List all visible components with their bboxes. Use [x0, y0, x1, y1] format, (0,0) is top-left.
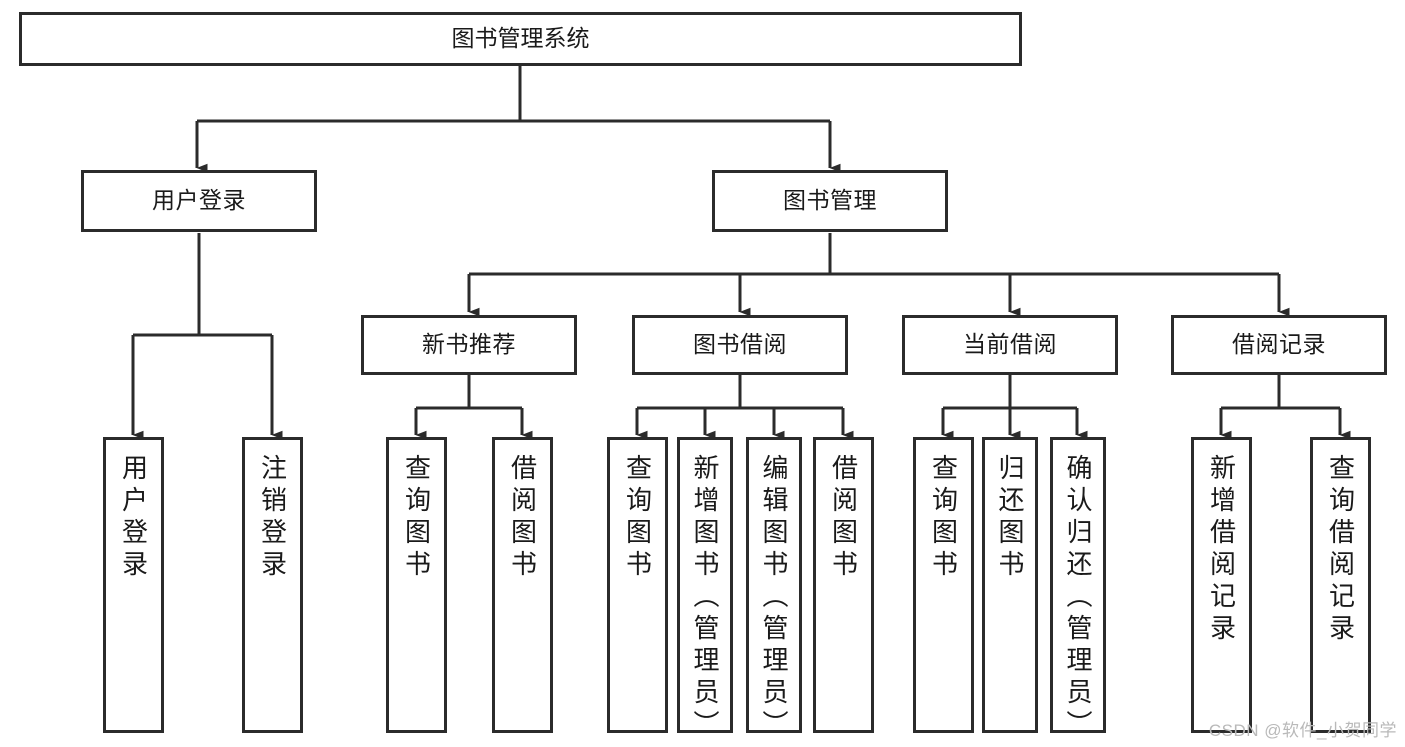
node-label: 注销登录 — [257, 454, 288, 582]
node-user-login[interactable]: 用户登录 — [81, 170, 317, 232]
node-current-borrow[interactable]: 当前借阅 — [902, 315, 1118, 375]
node-label: 编辑图书（管理员） — [759, 454, 789, 742]
node-label: 新增图书（管理员） — [690, 454, 720, 742]
node-label: 当前借阅 — [963, 331, 1057, 358]
node-label: 用户登录 — [152, 187, 246, 214]
node-leaf-query-record[interactable]: 查询借阅记录 — [1310, 437, 1371, 733]
node-label: 新增借阅记录 — [1206, 454, 1237, 646]
node-leaf-borrow-book-1[interactable]: 借阅图书 — [492, 437, 553, 733]
node-label: 用户登录 — [118, 454, 149, 582]
node-label: 借阅记录 — [1232, 331, 1326, 358]
node-label: 借阅图书 — [507, 454, 538, 582]
node-leaf-edit-book[interactable]: 编辑图书（管理员） — [746, 437, 802, 742]
node-label: 查询借阅记录 — [1325, 454, 1356, 646]
node-label: 图书借阅 — [693, 331, 787, 358]
node-label: 图书管理 — [783, 187, 877, 214]
node-leaf-confirm-return[interactable]: 确认归还（管理员） — [1050, 437, 1106, 742]
node-label: 查询图书 — [622, 454, 653, 582]
node-label: 借阅图书 — [828, 454, 859, 582]
node-borrow-record[interactable]: 借阅记录 — [1171, 315, 1387, 375]
node-label: 新书推荐 — [422, 331, 516, 358]
node-leaf-query-book-1[interactable]: 查询图书 — [386, 437, 447, 733]
node-leaf-logout-login[interactable]: 注销登录 — [242, 437, 303, 733]
node-leaf-borrow-book-2[interactable]: 借阅图书 — [813, 437, 874, 733]
node-leaf-user-login[interactable]: 用户登录 — [103, 437, 164, 733]
node-label: 归还图书 — [995, 454, 1025, 582]
node-leaf-add-record[interactable]: 新增借阅记录 — [1191, 437, 1252, 733]
node-leaf-query-book-2[interactable]: 查询图书 — [607, 437, 668, 733]
node-leaf-return-book[interactable]: 归还图书 — [982, 437, 1038, 733]
node-new-book-recommend[interactable]: 新书推荐 — [361, 315, 577, 375]
watermark: CSDN @软件_小贺同学 — [1208, 721, 1397, 740]
node-book-borrow[interactable]: 图书借阅 — [632, 315, 848, 375]
node-leaf-query-book-3[interactable]: 查询图书 — [913, 437, 974, 733]
node-label: 查询图书 — [401, 454, 432, 582]
node-label: 确认归还（管理员） — [1063, 454, 1093, 742]
node-label: 图书管理系统 — [451, 25, 590, 52]
node-label: 查询图书 — [928, 454, 959, 582]
node-book-management-system[interactable]: 图书管理系统 — [19, 12, 1022, 66]
node-book-manage[interactable]: 图书管理 — [712, 170, 948, 232]
node-leaf-add-book[interactable]: 新增图书（管理员） — [677, 437, 733, 742]
